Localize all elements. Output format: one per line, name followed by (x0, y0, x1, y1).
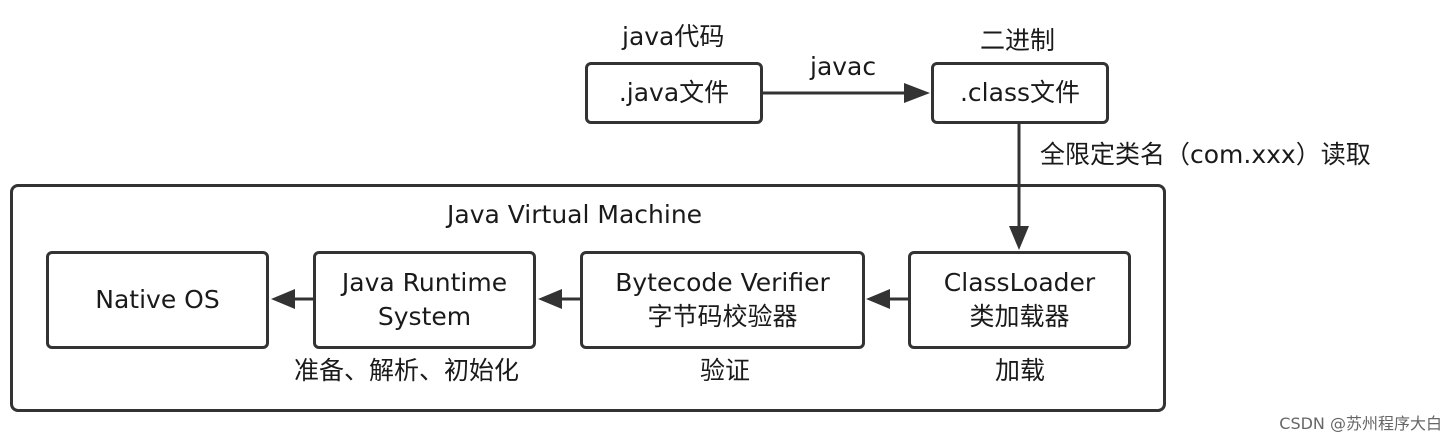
classloader-box: ClassLoader 类加载器 (908, 251, 1131, 349)
verifier-caption: 验证 (700, 356, 751, 385)
bytecode-verifier-label-line1: Bytecode Verifier (615, 268, 830, 297)
verifier-to-runtime-head (538, 289, 562, 309)
loader-to-verifier-head (866, 289, 890, 309)
runtime-caption: 准备、解析、初始化 (294, 356, 520, 385)
java-runtime-label-line2: System (377, 302, 472, 331)
javac-label: javac (810, 52, 877, 81)
class-file-label: .class文件 (959, 78, 1080, 107)
java-file-label: .java文件 (618, 78, 730, 107)
java-code-caption: java代码 (622, 22, 725, 51)
jvm-title: Java Virtual Machine (447, 200, 703, 229)
java-file-box: .java文件 (585, 62, 763, 124)
java-runtime-label-line1: Java Runtime (341, 268, 508, 297)
jvm-frame (10, 184, 1166, 412)
native-os-label: Native OS (95, 285, 220, 314)
watermark: CSDN @苏州程序大白 (1279, 414, 1442, 433)
classloader-caption: 加载 (995, 356, 1046, 385)
binary-caption: 二进制 (980, 26, 1056, 55)
bytecode-verifier-label-line2: 字节码校验器 (647, 302, 798, 331)
java-runtime-box: Java Runtime System (313, 251, 536, 349)
classloader-label-line1: ClassLoader (943, 268, 1096, 297)
javac-arrow-head (904, 83, 930, 103)
load-arrow-head (1009, 226, 1029, 250)
load-by-name-label: 全限定类名（com.xxx）读取 (1040, 140, 1371, 169)
native-os-box: Native OS (46, 251, 269, 349)
runtime-to-os-head (271, 289, 295, 309)
bytecode-verifier-box: Bytecode Verifier 字节码校验器 (580, 251, 865, 349)
class-file-box: .class文件 (931, 62, 1109, 124)
classloader-label-line2: 类加载器 (969, 302, 1070, 331)
